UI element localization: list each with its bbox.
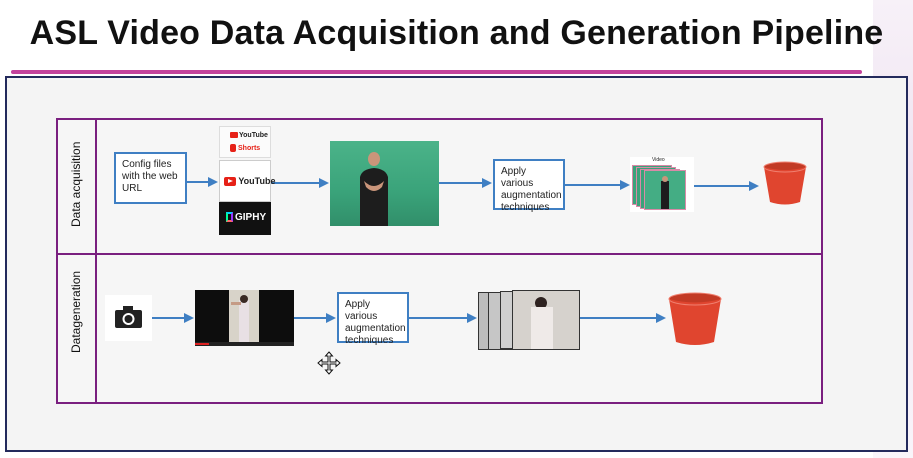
youtube-shorts-logo: YouTube Shorts xyxy=(219,126,271,158)
lane-label-acquisition: Data acquisition xyxy=(69,141,83,227)
generated-frame-stack xyxy=(478,290,580,350)
camera-tile xyxy=(105,295,152,341)
youtube-label: YouTube xyxy=(238,176,276,186)
bucket-icon-generation xyxy=(668,292,722,345)
title-underline xyxy=(11,70,862,74)
generated-video-thumbnail xyxy=(195,290,294,346)
video-stack-caption: Video xyxy=(652,157,665,163)
move-cursor-icon xyxy=(317,351,341,375)
lane-divider xyxy=(56,253,823,255)
config-files-box: Config files with the web URL xyxy=(114,152,187,204)
signer-figure xyxy=(360,152,388,226)
lane-label-column xyxy=(56,118,97,404)
bucket-icon xyxy=(763,161,807,205)
page-title: ASL Video Data Acquisition and Generatio… xyxy=(29,14,884,52)
video-frame-stack: Video xyxy=(630,157,694,212)
giphy-label: GIPHY xyxy=(235,212,267,223)
swimlane-frame xyxy=(56,118,823,404)
augmentation-box-generation: Apply various augmentation techniques xyxy=(337,292,409,346)
youtube-play-icon xyxy=(224,177,236,187)
shorts-bottom-label: Shorts xyxy=(238,144,261,152)
camera-icon xyxy=(115,306,142,328)
shorts-top-label: YouTube xyxy=(239,132,268,139)
asl-video-green-screen xyxy=(330,141,439,226)
youtube-logo: YouTube xyxy=(219,160,276,202)
giphy-icon xyxy=(226,212,233,223)
giphy-logo: GIPHY xyxy=(219,202,271,235)
augmentation-box-acquisition: Apply various augmentation techniques xyxy=(493,159,565,213)
lane-label-generation: Datageneration xyxy=(69,270,83,353)
